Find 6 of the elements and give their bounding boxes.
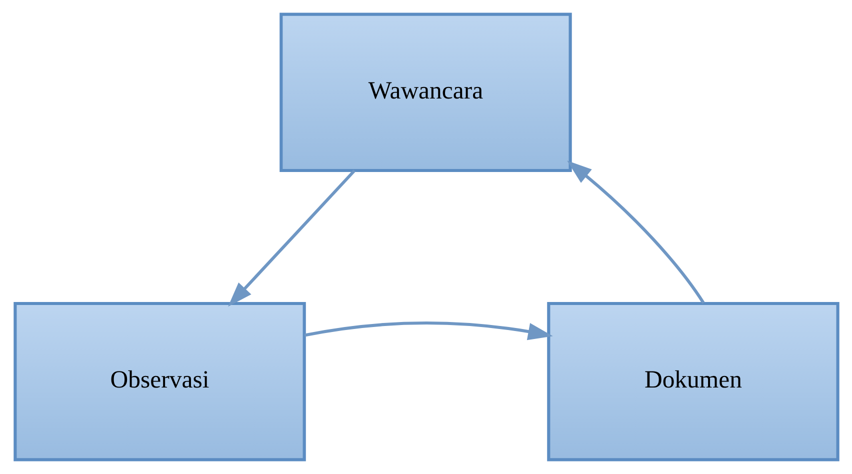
- arrow: [304, 322, 552, 340]
- node-box: Wawancara: [279, 12, 572, 172]
- arrow: [566, 160, 704, 304]
- node-box: Observasi: [13, 302, 306, 462]
- node-box: Dokumen: [546, 302, 839, 462]
- arrow: [228, 170, 356, 307]
